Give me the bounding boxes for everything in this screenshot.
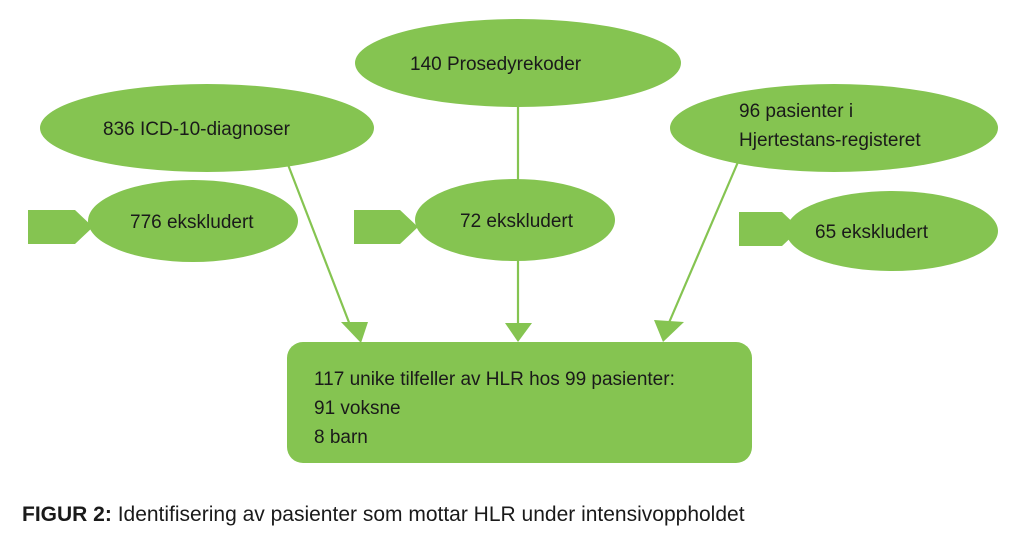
procedure-codes-node <box>355 19 681 107</box>
cardiac-arrest-registry-label-line2: Hjertestans-registeret <box>739 130 921 151</box>
connector-icd10-to-result <box>285 161 352 326</box>
procedure-codes-label: 140 Prosedyrekoder <box>410 54 582 75</box>
icd10-diagnoses-node <box>40 84 374 172</box>
result-children-line: 8 barn <box>314 427 368 448</box>
arrowhead-left <box>341 322 368 343</box>
arrowhead-right <box>654 320 684 342</box>
excluded-left-node <box>88 180 298 262</box>
figure-caption-text: Identifisering av pasienter som mottar H… <box>117 503 745 526</box>
figure-caption-label: FIGUR 2: <box>22 503 112 526</box>
excluded-right-node <box>786 191 998 271</box>
result-box <box>287 342 752 463</box>
excluded-center-label: 72 ekskludert <box>460 211 574 232</box>
arrowhead-center <box>505 323 532 342</box>
exclusion-marker-left <box>28 210 93 244</box>
excluded-center-node <box>415 179 615 261</box>
icd10-diagnoses-label: 836 ICD-10-diagnoser <box>103 119 291 140</box>
figure-caption: FIGUR 2: Identifisering av pasienter som… <box>22 503 745 527</box>
flow-diagram: 836 ICD-10-diagnoser 140 Prosedyrekoder … <box>28 19 998 463</box>
cardiac-arrest-registry-node <box>670 84 998 172</box>
connector-registry-to-result <box>666 161 740 326</box>
exclusion-marker-center <box>354 210 418 244</box>
excluded-left-label: 776 ekskludert <box>130 212 254 233</box>
cardiac-arrest-registry-label-line1: 96 pasienter i <box>739 101 853 122</box>
result-adults-line: 91 voksne <box>314 398 401 419</box>
excluded-right-label: 65 ekskludert <box>815 222 929 243</box>
exclusion-marker-right <box>739 212 800 246</box>
result-summary-line: 117 unike tilfeller av HLR hos 99 pasien… <box>314 369 675 390</box>
